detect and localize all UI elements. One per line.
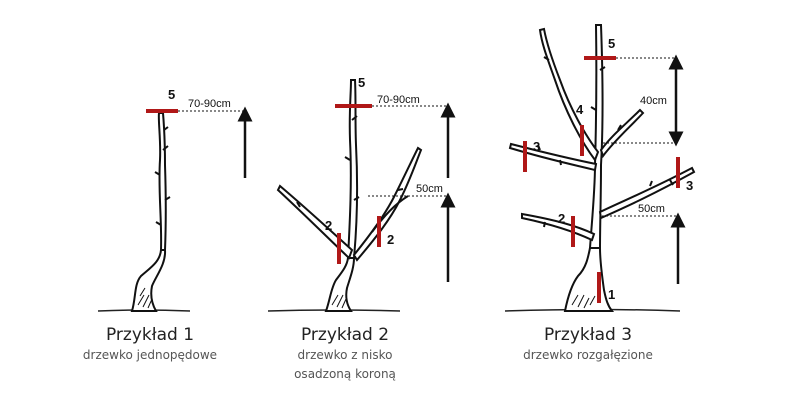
trunk: [157, 112, 167, 251]
caption-title: Przykład 2: [300, 325, 390, 345]
cut-label-5: 5: [608, 36, 615, 51]
cut-label-2-right: 2: [387, 232, 394, 247]
cut-label-4: 4: [576, 102, 584, 117]
cut-label-5: 5: [168, 87, 175, 102]
cut-label-2: 2: [558, 211, 565, 226]
trunk-hatching: [137, 287, 153, 309]
cut-label-1: 1: [608, 287, 615, 302]
cut-label-3-left: 3: [533, 139, 540, 154]
cut-label-5: 5: [358, 75, 365, 90]
branch-upper-left: [538, 27, 600, 163]
caption-subtitle-line: drzewko jednopędowe: [82, 348, 218, 362]
cut-label-2-left: 2: [325, 218, 332, 233]
trunk-hatching: [331, 294, 347, 309]
example-1-tree: 5 70-90cm: [97, 87, 253, 312]
caption-title: Przykład 1: [105, 325, 195, 345]
example-3-tree: 5 40cm 4 3 3 50cm 2 1: [504, 24, 696, 312]
branch-height-label: 50cm: [416, 183, 443, 195]
branch-far-left: [508, 142, 598, 172]
caption-subtitle-line: drzewko z nisko: [297, 348, 393, 362]
cut-label-3-right: 3: [686, 178, 693, 193]
trunk-base: [130, 249, 167, 312]
caption-title: Przykład 3: [543, 325, 633, 345]
branch-height-label: 50cm: [638, 203, 665, 215]
trunk-base: [324, 257, 356, 312]
height-label: 70-90cm: [188, 98, 231, 110]
trunk-base: [563, 247, 615, 312]
buds: [296, 115, 404, 208]
caption-example-1: Przykład 1 drzewko jednopędowe: [80, 325, 220, 364]
caption-example-2: Przykład 2 drzewko z nisko osadzoną koro…: [275, 325, 415, 383]
buds: [154, 126, 171, 226]
caption-example-3: Przykład 3 drzewko rozgałęzione: [508, 325, 668, 364]
caption-subtitle-line: drzewko rozgałęzione: [523, 348, 653, 362]
buds: [537, 56, 674, 228]
top-span-label: 40cm: [640, 95, 667, 107]
twig-right: [371, 195, 409, 233]
trunk-hatching: [571, 294, 596, 309]
branch-right: [352, 146, 423, 262]
caption-subtitle-line: osadzoną koroną: [294, 367, 396, 381]
height-label: 70-90cm: [377, 94, 420, 106]
branch-upper-right: [599, 108, 645, 159]
trunk: [588, 24, 604, 249]
example-2-tree: 5 70-90cm 50cm 2 2: [267, 75, 456, 312]
